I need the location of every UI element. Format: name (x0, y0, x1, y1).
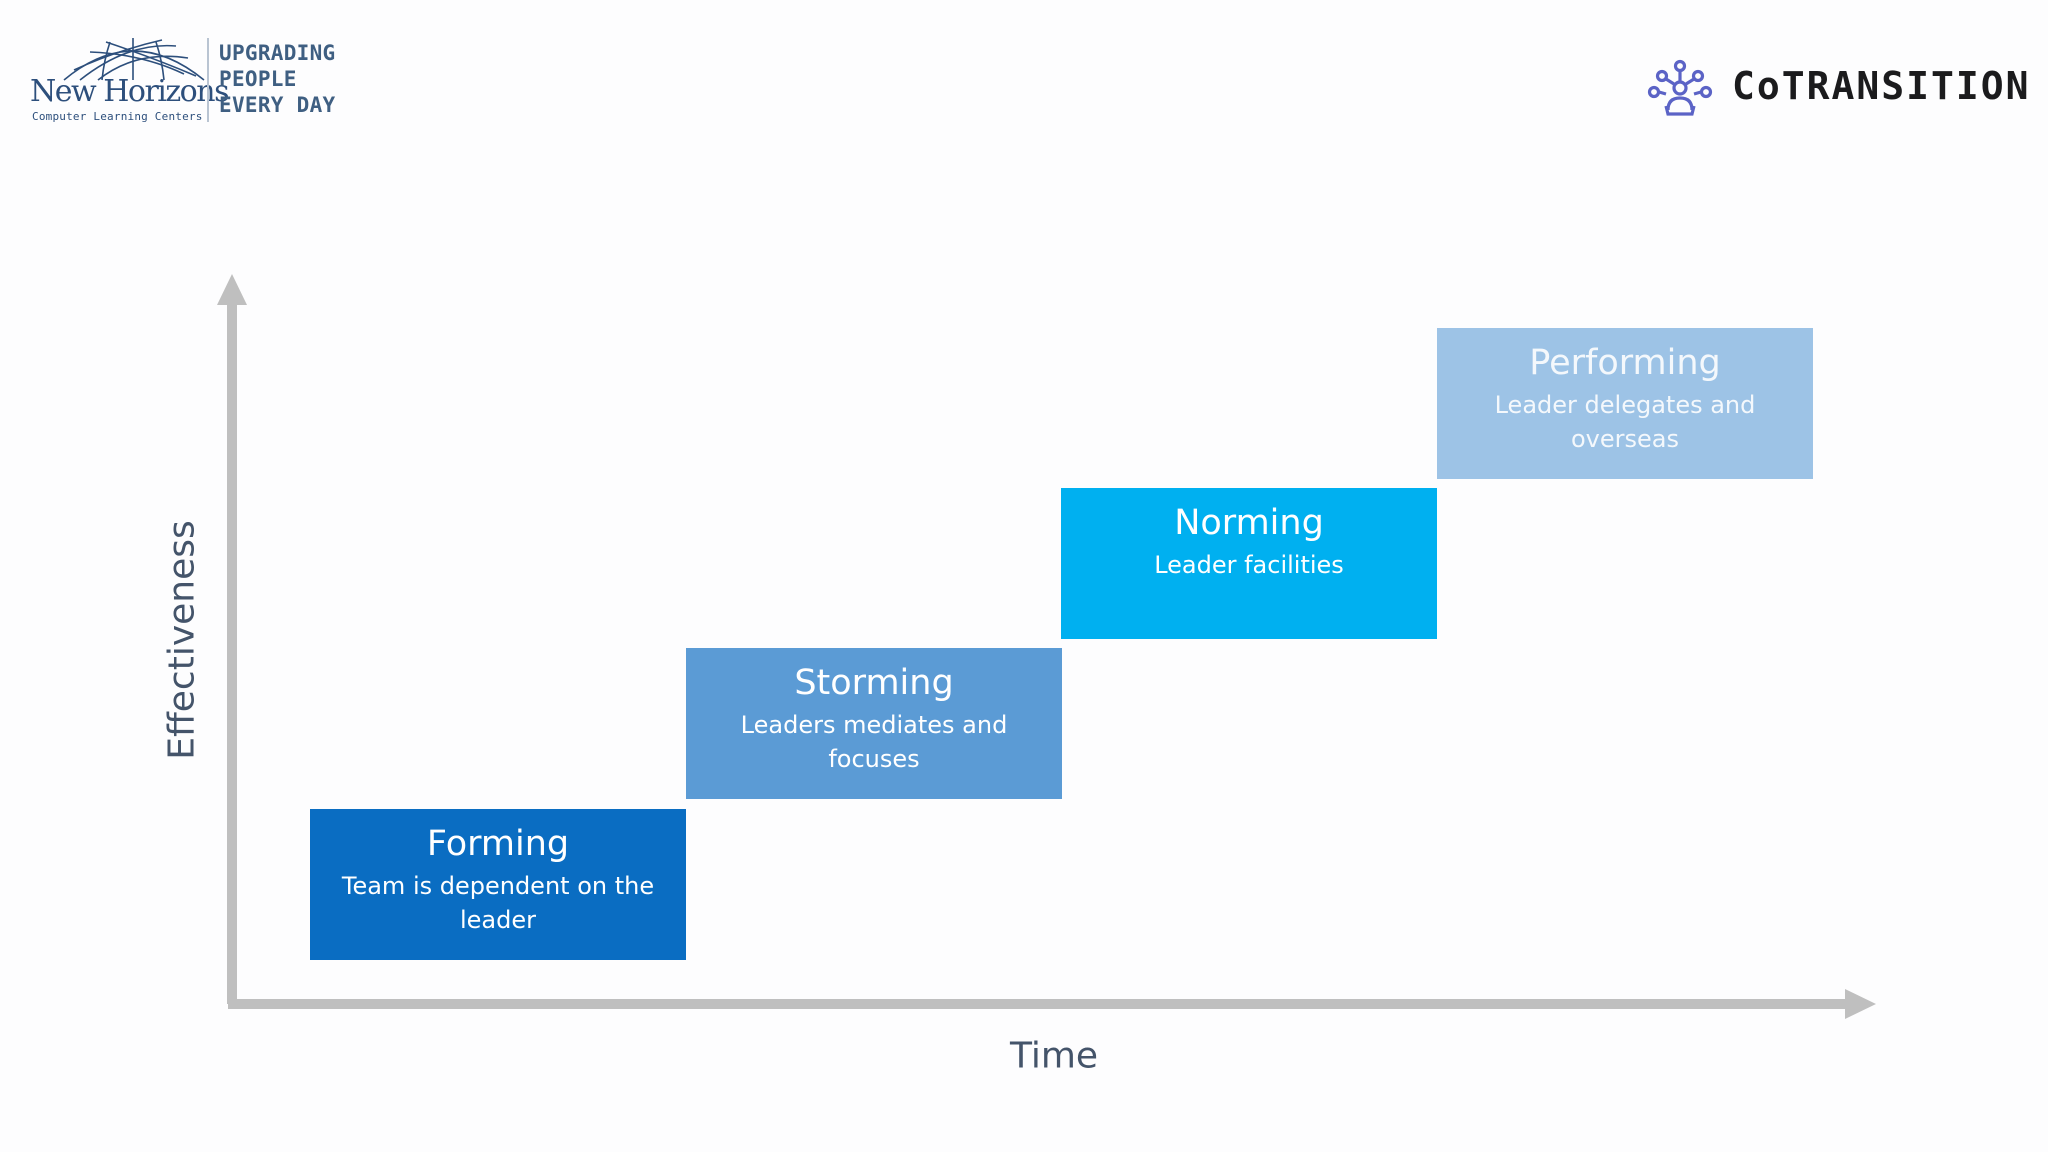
stage-performing-title: Performing (1529, 343, 1721, 383)
tagline-line-3: EVERY DAY (219, 93, 336, 117)
globe-icon (63, 38, 205, 81)
new-horizons-logo: New Horizons Computer Learning Centers (28, 36, 229, 128)
stage-forming-description: Team is dependent on the leader (341, 872, 655, 934)
cotransition-wordmark: CoTRANSITION (1732, 64, 2031, 108)
network-people-icon (1647, 59, 1713, 116)
logo-divider (207, 38, 209, 122)
stage-storming-description: Leaders mediates and focuses (740, 711, 1008, 773)
stage-performing: Performing Leader delegates and overseas (1437, 328, 1813, 479)
stage-norming: Norming Leader facilities (1061, 488, 1437, 639)
stage-storming: Storming Leaders mediates and focuses (686, 648, 1062, 799)
stage-norming-description: Leader facilities (1154, 551, 1344, 579)
tagline: UPGRADING PEOPLE EVERY DAY (219, 40, 336, 118)
stage-performing-description: Leader delegates and overseas (1494, 391, 1756, 453)
stage-norming-title: Norming (1174, 503, 1324, 543)
tagline-line-1: UPGRADING (219, 41, 336, 65)
stage-forming-title: Forming (426, 824, 570, 864)
new-horizons-wordmark: New Horizons (30, 74, 229, 109)
stage-storming-title: Storming (794, 663, 954, 703)
new-horizons-subtitle: Computer Learning Centers (32, 110, 203, 123)
x-axis-arrowhead (1845, 989, 1876, 1019)
x-axis-label: Time (1009, 1035, 1099, 1077)
y-axis-label: Effectiveness (161, 520, 203, 760)
tagline-line-2: PEOPLE (219, 67, 297, 91)
stage-forming: Forming Team is dependent on the leader (310, 809, 686, 960)
y-axis-arrowhead (217, 274, 247, 305)
